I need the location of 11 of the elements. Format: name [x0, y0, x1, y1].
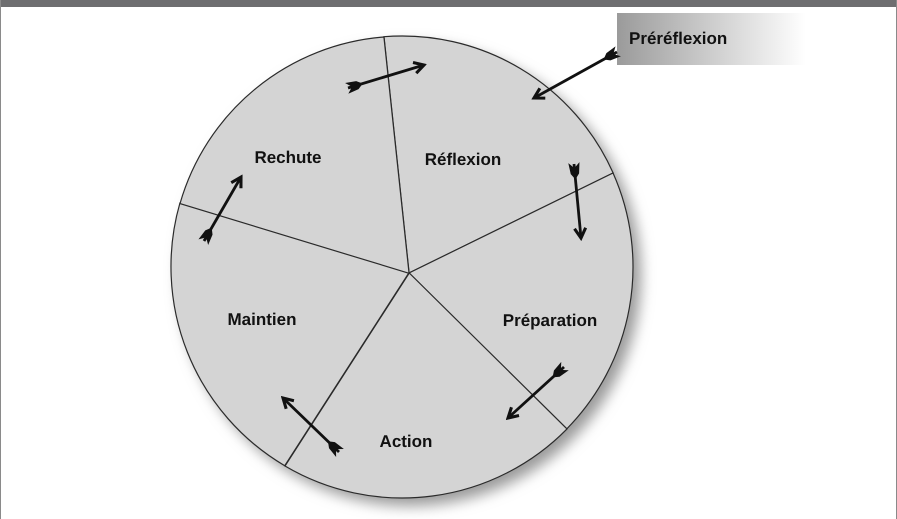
arrow [532, 46, 621, 100]
arrow [345, 60, 426, 94]
stage-label: Maintien [228, 310, 296, 330]
stage-label: Action [380, 432, 432, 452]
stage-label: Rechute [254, 148, 322, 168]
arrow [568, 162, 588, 240]
stage-label: Réflexion [424, 150, 502, 170]
arrow [198, 175, 243, 246]
stage-label: Préparation [502, 310, 598, 331]
arrow [281, 396, 344, 457]
arrow [506, 362, 569, 420]
